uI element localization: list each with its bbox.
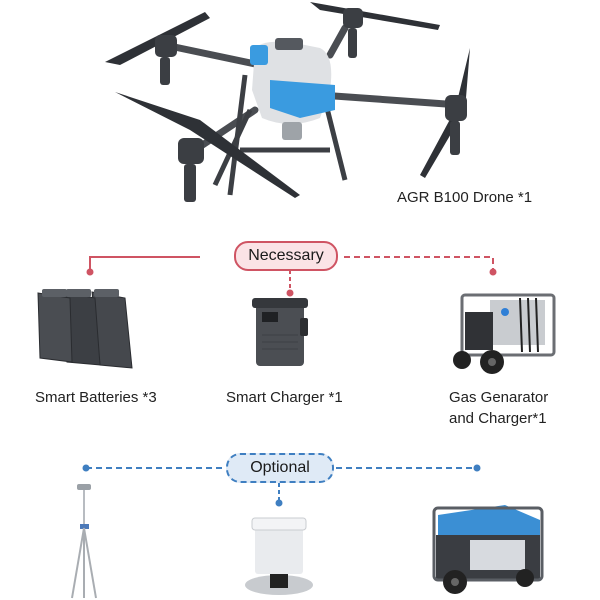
necessary-item-label-generator-line1: Gas Genarator: [449, 389, 549, 406]
optional-badge: Optional: [226, 453, 334, 483]
necessary-item-label-generator-line2: and Charger*1: [449, 410, 547, 427]
drone-label: AGR B100 Drone *1: [397, 189, 533, 206]
necessary-item-label-batteries: Smart Batteries *3: [35, 389, 157, 406]
necessary-item-label-charger: Smart Charger *1: [226, 389, 343, 406]
necessary-badge: Necessary: [234, 241, 338, 271]
